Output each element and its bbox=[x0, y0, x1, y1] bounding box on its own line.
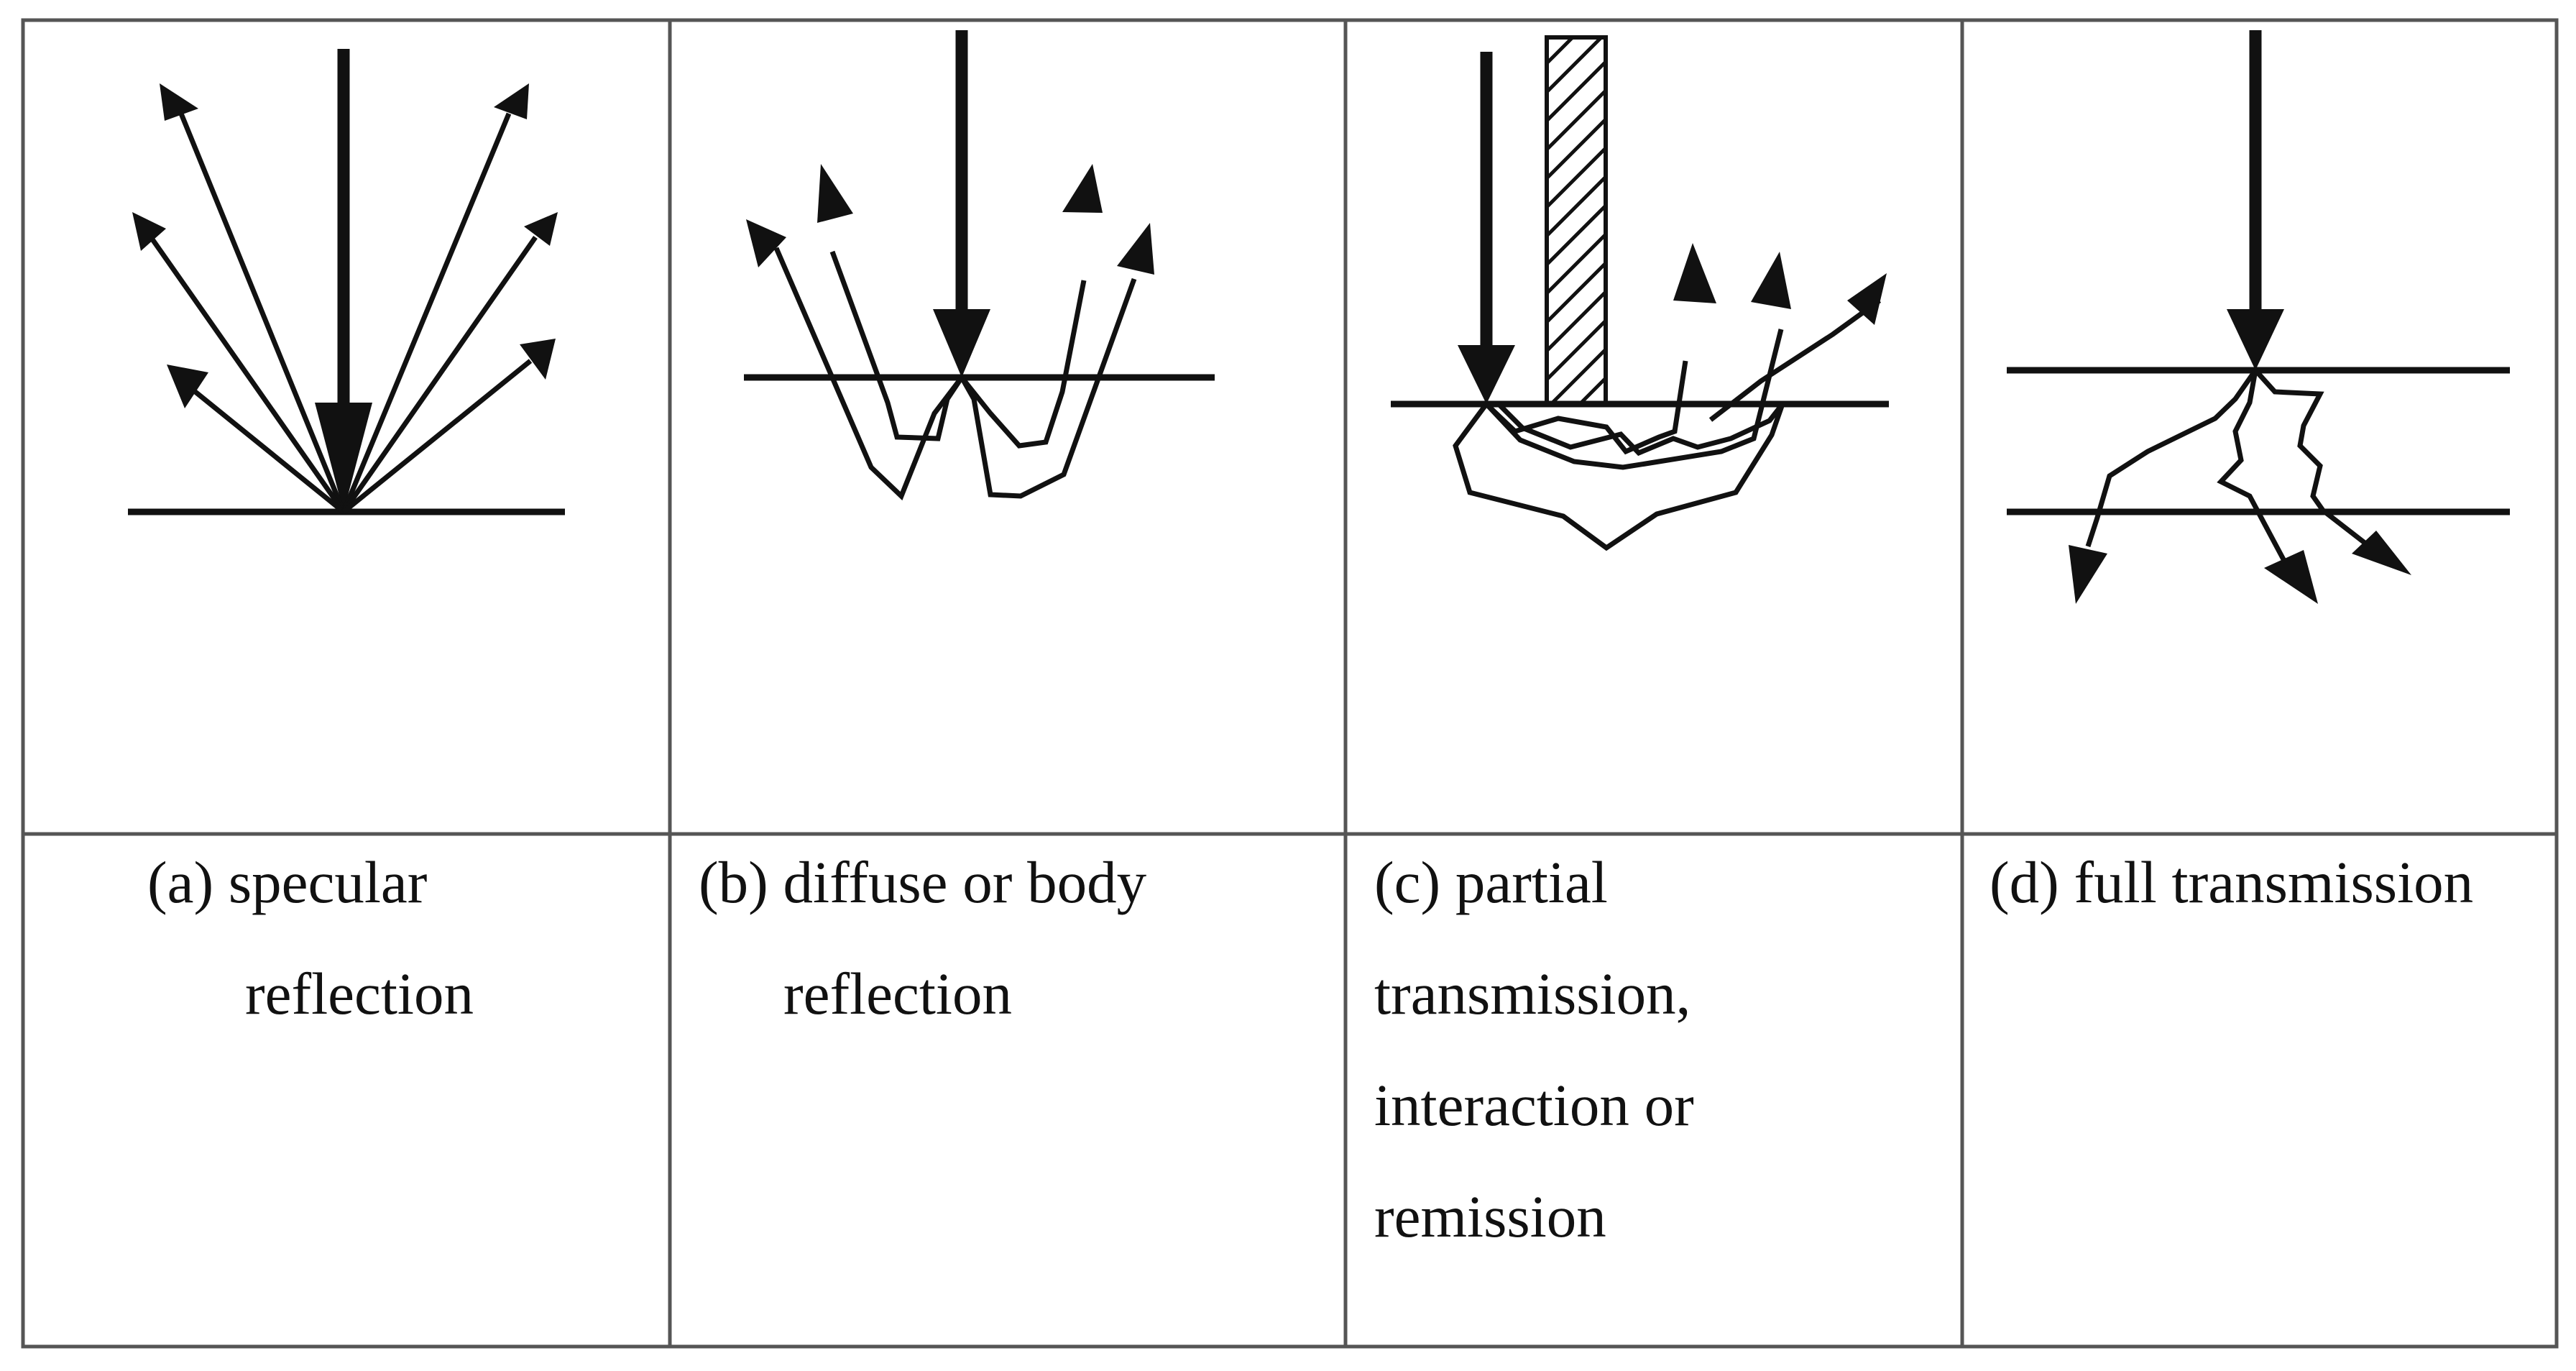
scattered-paths bbox=[773, 247, 1137, 501]
incident-arrowhead bbox=[315, 403, 372, 512]
label-line: reflection bbox=[783, 960, 1012, 1027]
table-grid bbox=[21, 18, 2559, 1349]
diffuse-reflection-diagram bbox=[744, 30, 1215, 501]
hatched-barrier bbox=[1545, 35, 1608, 406]
label-line: (a) specular bbox=[147, 849, 428, 915]
label-specular-reflection: (a) specular reflection bbox=[147, 827, 474, 1050]
table-border bbox=[21, 18, 2559, 1349]
partial-transmission-diagram bbox=[1391, 35, 1889, 551]
incident-arrowhead bbox=[1458, 345, 1515, 404]
label-partial-transmission: (c) partial transmission, interaction or… bbox=[1374, 827, 1694, 1273]
label-line: remission bbox=[1374, 1183, 1606, 1250]
label-line: (d) full transmission bbox=[1990, 849, 2474, 915]
label-line: interaction or bbox=[1374, 1072, 1694, 1138]
incident-arrowhead bbox=[933, 309, 990, 377]
scattered-arrowheads bbox=[746, 164, 1154, 275]
reflected-arrowheads bbox=[132, 83, 558, 408]
label-line: reflection bbox=[245, 960, 474, 1027]
full-transmission-diagram bbox=[2007, 30, 2510, 604]
remitted-paths bbox=[1453, 298, 1882, 551]
remitted-arrowheads bbox=[1673, 243, 1887, 325]
transmitted-paths bbox=[2085, 368, 2367, 562]
label-line: (c) partial bbox=[1374, 849, 1608, 915]
label-full-transmission: (d) full transmission bbox=[1990, 827, 2473, 938]
specular-reflection-diagram bbox=[128, 49, 565, 515]
reflected-rays bbox=[149, 112, 538, 514]
incident-arrowhead bbox=[2227, 309, 2284, 370]
label-line: transmission, bbox=[1374, 960, 1691, 1027]
label-diffuse-reflection: (b) diffuse or body reflection bbox=[699, 827, 1146, 1050]
transmitted-arrowheads bbox=[2069, 531, 2411, 604]
label-line: (b) diffuse or body bbox=[699, 849, 1147, 915]
